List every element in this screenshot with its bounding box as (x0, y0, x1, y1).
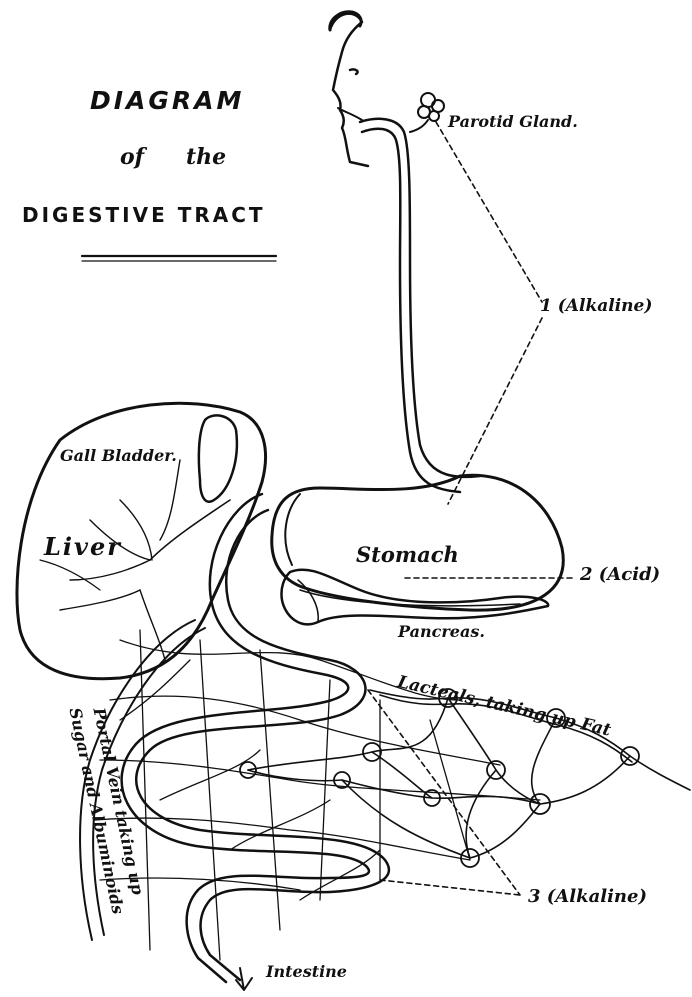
gall-bladder-shape (199, 415, 237, 501)
label-intestine: Intestine (266, 962, 347, 981)
title-line-2b: the (186, 144, 226, 170)
intestine-shape (136, 510, 389, 980)
label-parotid-gland: Parotid Gland. (448, 112, 578, 131)
label-alkaline-3: 3 (Alkaline) (528, 886, 647, 907)
label-pancreas: Pancreas. (398, 622, 485, 641)
title-line-3: DIGESTIVE TRACT (22, 203, 266, 227)
title-line-1: DIAGRAM (90, 86, 244, 115)
esophagus-shape (360, 119, 480, 477)
parotid-gland-shape (418, 93, 444, 121)
label-liver: Liver (44, 532, 122, 561)
label-gall-bladder: Gall Bladder. (60, 446, 177, 465)
label-stomach: Stomach (356, 542, 459, 567)
mesentery-network (95, 630, 540, 960)
label-alkaline-1: 1 (Alkaline) (540, 296, 652, 316)
title-line-2a: of (120, 144, 144, 170)
label-acid-2: 2 (Acid) (580, 564, 660, 585)
head-profile (330, 14, 368, 166)
